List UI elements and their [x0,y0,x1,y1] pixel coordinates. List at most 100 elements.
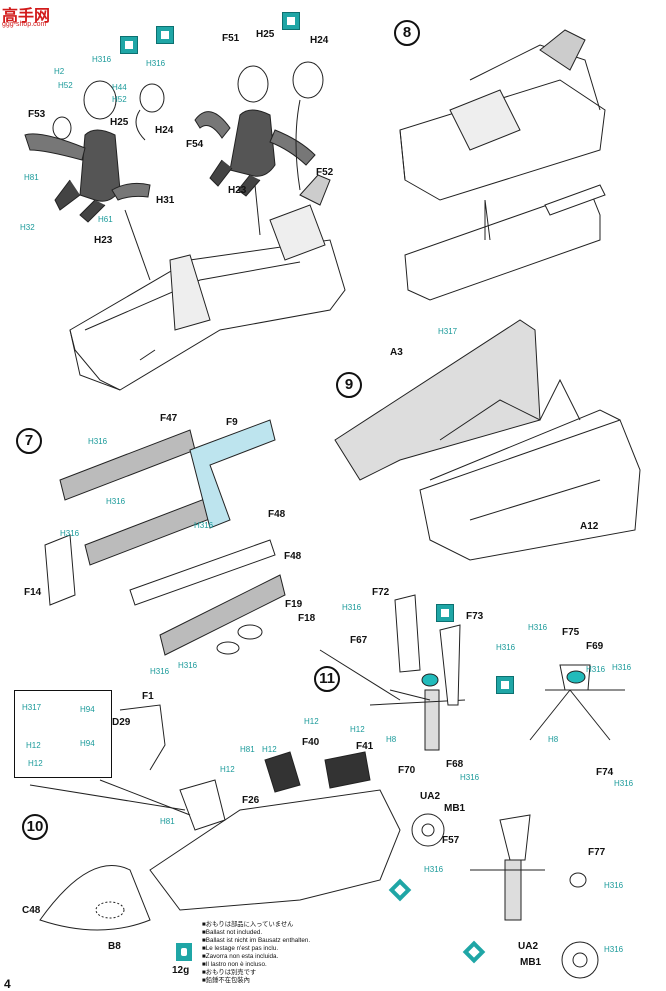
ballast-note-line: ■Le lestage n'est pas inclu. [202,945,279,952]
part-label: F40 [302,737,320,748]
paint-code: H12 [26,741,41,750]
part-label: F72 [372,587,390,598]
optional-part-icon [496,676,514,694]
paint-code: H81 [240,745,255,754]
part-label: F73 [466,611,484,622]
ballast-note-line: ■Zavorra non esta incluida. [202,953,279,960]
part-label: F54 [186,139,204,150]
pilot-figure-left [24,80,165,223]
lower-gear-drawing [411,813,599,979]
ballast-notes: ■おもりは部品に入っていません ■Ballast not included. ■… [202,921,310,985]
part-label: F1 [142,691,154,702]
paint-code: H8 [386,735,397,744]
instrument-panel-inset [14,690,112,778]
paint-code: H317 [438,327,458,336]
optional-part-icon [282,12,300,30]
ballast-note-line: ■鉛錘不在包裝內 [202,977,250,984]
ballast-note-line: ■Ballast ist nicht im Bausatz enthalten. [202,937,311,944]
step7-consoles-drawing [44,419,286,656]
ballast-note-line: ■Ballast not included. [202,929,263,936]
part-label: F57 [442,835,460,846]
part-label: F47 [160,413,178,424]
part-label: D29 [112,717,131,728]
part-label: F41 [356,741,374,752]
paint-code: H8 [548,735,559,744]
paint-code: H316 [528,623,548,632]
part-label: F67 [350,635,368,646]
part-label: F14 [24,587,42,598]
part-label: H23 [94,235,113,246]
part-label: F70 [398,765,416,776]
watermark-url: ggg-shop.com [2,21,47,28]
step-number-8: 8 [394,20,420,46]
optional-part-icon [156,26,174,44]
part-label: F51 [222,33,240,44]
paint-code: H94 [80,739,95,748]
part-label: H24 [310,35,329,46]
part-label: B8 [108,941,121,952]
part-label: F48 [284,551,302,562]
step8-tub-drawing [399,29,606,301]
part-label: A3 [390,347,403,358]
paint-code: H12 [350,725,365,734]
ballast-note-line: ■おもりは部品に入っていません [202,921,294,928]
paint-code: H316 [146,59,166,68]
part-label: H31 [156,195,175,206]
part-label: H23 [228,185,247,196]
paint-code: H316 [194,521,214,530]
paint-code: H316 [88,437,108,446]
part-label: C48 [22,905,41,916]
part-label: F77 [588,847,606,858]
paint-code: H316 [614,779,634,788]
part-label: F53 [28,109,46,120]
ballast-note-line: ■Il lastro non è incluso. [202,961,267,968]
paint-code: H52 [112,95,127,104]
part-label: F48 [268,509,286,520]
page-number: 4 [4,977,11,991]
part-label: UA2 [420,791,441,802]
part-label: F19 [285,599,303,610]
part-label: H25 [256,29,275,40]
step-number-7: 7 [16,428,42,454]
step-number-11: 11 [314,666,340,692]
step11-gear-drawing [369,594,625,751]
step-number-10: 10 [22,814,48,840]
paint-code: H12 [220,765,235,774]
part-label: H25 [110,117,129,128]
step9-fuselage-drawing [334,319,641,561]
part-label: A12 [580,521,599,532]
part-label: MB1 [444,803,466,814]
paint-code: H12 [262,745,277,754]
paint-code: H316 [496,643,516,652]
paint-code: H316 [178,661,198,670]
paint-code: H44 [112,83,127,92]
paint-code: H316 [60,529,80,538]
part-label: F18 [298,613,316,624]
pilot-figure-right [194,61,324,197]
paint-code: H52 [58,81,73,90]
step10-nose-drawing [29,704,401,931]
optional-part-icon [120,36,138,54]
paint-code: H81 [24,173,39,182]
part-label: F69 [586,641,604,652]
paint-code: H316 [612,663,632,672]
cockpit-tub-drawing [69,174,346,391]
cut-part-icon [436,604,454,622]
paint-code: H81 [160,817,175,826]
paint-code: H316 [150,667,170,676]
ballast-note-line: ■おもりは別売です [202,969,257,976]
ballast-weight: 12g [172,965,190,976]
step-number-9: 9 [336,372,362,398]
part-label: F68 [446,759,464,770]
paint-code: H2 [54,67,65,76]
paint-code: H316 [424,865,444,874]
paint-code: H316 [92,55,112,64]
part-label: F74 [596,767,614,778]
part-label: MB1 [520,957,542,968]
part-label: F9 [226,417,238,428]
paint-code: H316 [342,603,362,612]
paint-code: H316 [604,881,624,890]
paint-code: H316 [604,945,624,954]
watermark-logo: 高手网 [2,8,51,25]
